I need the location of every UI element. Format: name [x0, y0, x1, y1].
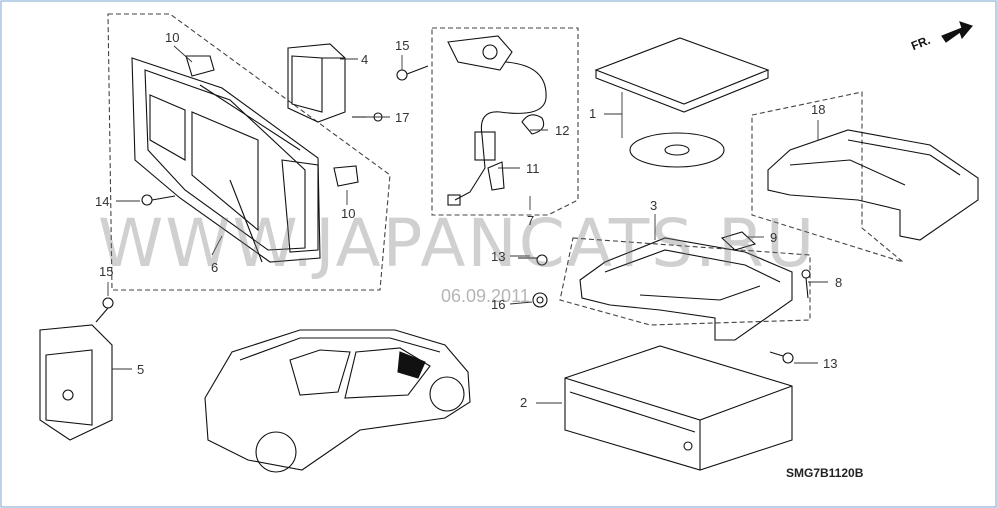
bolt-13-right	[769, 351, 794, 364]
control-unit-5	[39, 324, 113, 441]
clip-10-top	[185, 55, 215, 77]
callout-13-right: 13	[823, 356, 838, 371]
front-direction-arrow-icon	[941, 21, 973, 43]
bolt-13-left	[518, 254, 548, 266]
diagram-code: SMG7B1120B	[786, 466, 864, 480]
navigation-disc-set	[594, 37, 770, 168]
nut-16	[532, 292, 548, 308]
gps-antenna	[447, 35, 547, 206]
cable-clip-11	[487, 161, 505, 191]
nav-unit-group-boundary	[107, 13, 391, 291]
watermark-date: 06.09.2011	[441, 286, 530, 306]
screw-15-left	[95, 297, 114, 323]
callout-2: 2	[520, 395, 528, 410]
callout-14: 14	[95, 194, 110, 209]
bracket-18	[767, 129, 979, 241]
control-module-4	[287, 43, 346, 123]
callout-11: 11	[526, 161, 540, 176]
clip-10-right	[333, 165, 359, 187]
bracket-3	[579, 231, 793, 341]
screw-14	[141, 194, 176, 206]
callout-10-right: 10	[341, 206, 356, 221]
callout-6: 6	[211, 260, 219, 275]
antenna-group-boundary	[431, 27, 579, 216]
callout-8: 8	[835, 275, 843, 290]
callout-13-left: 13	[491, 249, 506, 264]
callout-4: 4	[361, 52, 369, 67]
navigation-unit-2	[564, 345, 793, 471]
callout-15-left: 15	[99, 264, 114, 279]
callout-3: 3	[650, 198, 658, 213]
vehicle-location-illustration	[204, 329, 471, 473]
leader-lines	[107, 45, 828, 404]
callout-17: 17	[395, 110, 410, 125]
callout-18: 18	[811, 102, 826, 117]
callout-1: 1	[589, 106, 597, 121]
watermark: WWW.JAPANCATS.RU	[98, 205, 817, 282]
callout-16: 16	[491, 297, 506, 312]
bracket-18-boundary	[751, 91, 904, 263]
callout-7: 7	[527, 213, 535, 228]
callout-15-top: 15	[395, 38, 410, 53]
cable-clip-12	[521, 114, 545, 135]
bolt-8	[801, 269, 811, 299]
callout-5: 5	[137, 362, 145, 377]
callout-12: 12	[555, 123, 570, 138]
callout-9: 9	[770, 230, 778, 245]
callout-10-top: 10	[165, 30, 180, 45]
navigation-display-unit	[131, 57, 321, 263]
